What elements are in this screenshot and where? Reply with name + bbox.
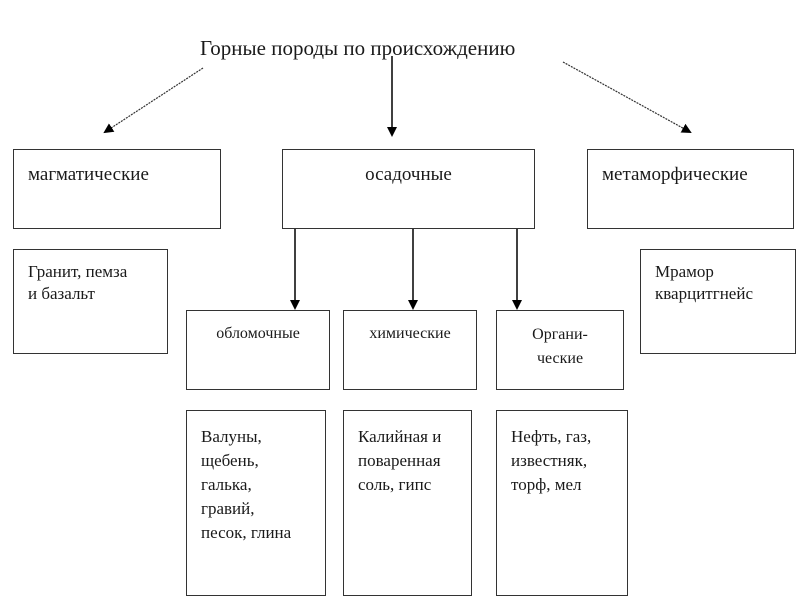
magmatic-examples: Гранит, пемза и базальт <box>28 262 128 303</box>
organic-examples-box: Нефть, газ, известняк, торф, мел <box>496 410 628 596</box>
organic-label: Органи- ческие <box>532 326 588 367</box>
organic-box: Органи- ческие <box>496 310 624 390</box>
metamorphic-box: метаморфические <box>587 149 794 229</box>
magmatic-box: магматические <box>13 149 221 229</box>
metamorphic-label: метаморфические <box>602 164 748 185</box>
chemical-label: химические <box>369 325 451 342</box>
metamorphic-examples-box: Мрамор кварцитгнейс <box>640 249 796 354</box>
diagram-title: Горные породы по происхождению <box>200 36 516 60</box>
chemical-examples: Калийная и поваренная соль, гипс <box>358 427 442 494</box>
clastic-examples: Валуны, щебень, галька, гравий, песок, г… <box>201 427 292 542</box>
metamorphic-examples: Мрамор кварцитгнейс <box>655 262 753 303</box>
chemical-box: химические <box>343 310 477 390</box>
clastic-box: обломочные <box>186 310 330 390</box>
clastic-examples-box: Валуны, щебень, галька, гравий, песок, г… <box>186 410 326 596</box>
organic-examples: Нефть, газ, известняк, торф, мел <box>511 427 592 494</box>
sedimentary-box: осадочные <box>282 149 535 229</box>
sedimentary-label: осадочные <box>365 164 452 185</box>
magmatic-label: магматические <box>28 164 149 185</box>
chemical-examples-box: Калийная и поваренная соль, гипс <box>343 410 472 596</box>
arrow-to-metamorphic <box>562 61 692 133</box>
clastic-label: обломочные <box>216 325 300 342</box>
arrow-to-magmatic <box>103 67 204 134</box>
magmatic-examples-box: Гранит, пемза и базальт <box>13 249 168 354</box>
